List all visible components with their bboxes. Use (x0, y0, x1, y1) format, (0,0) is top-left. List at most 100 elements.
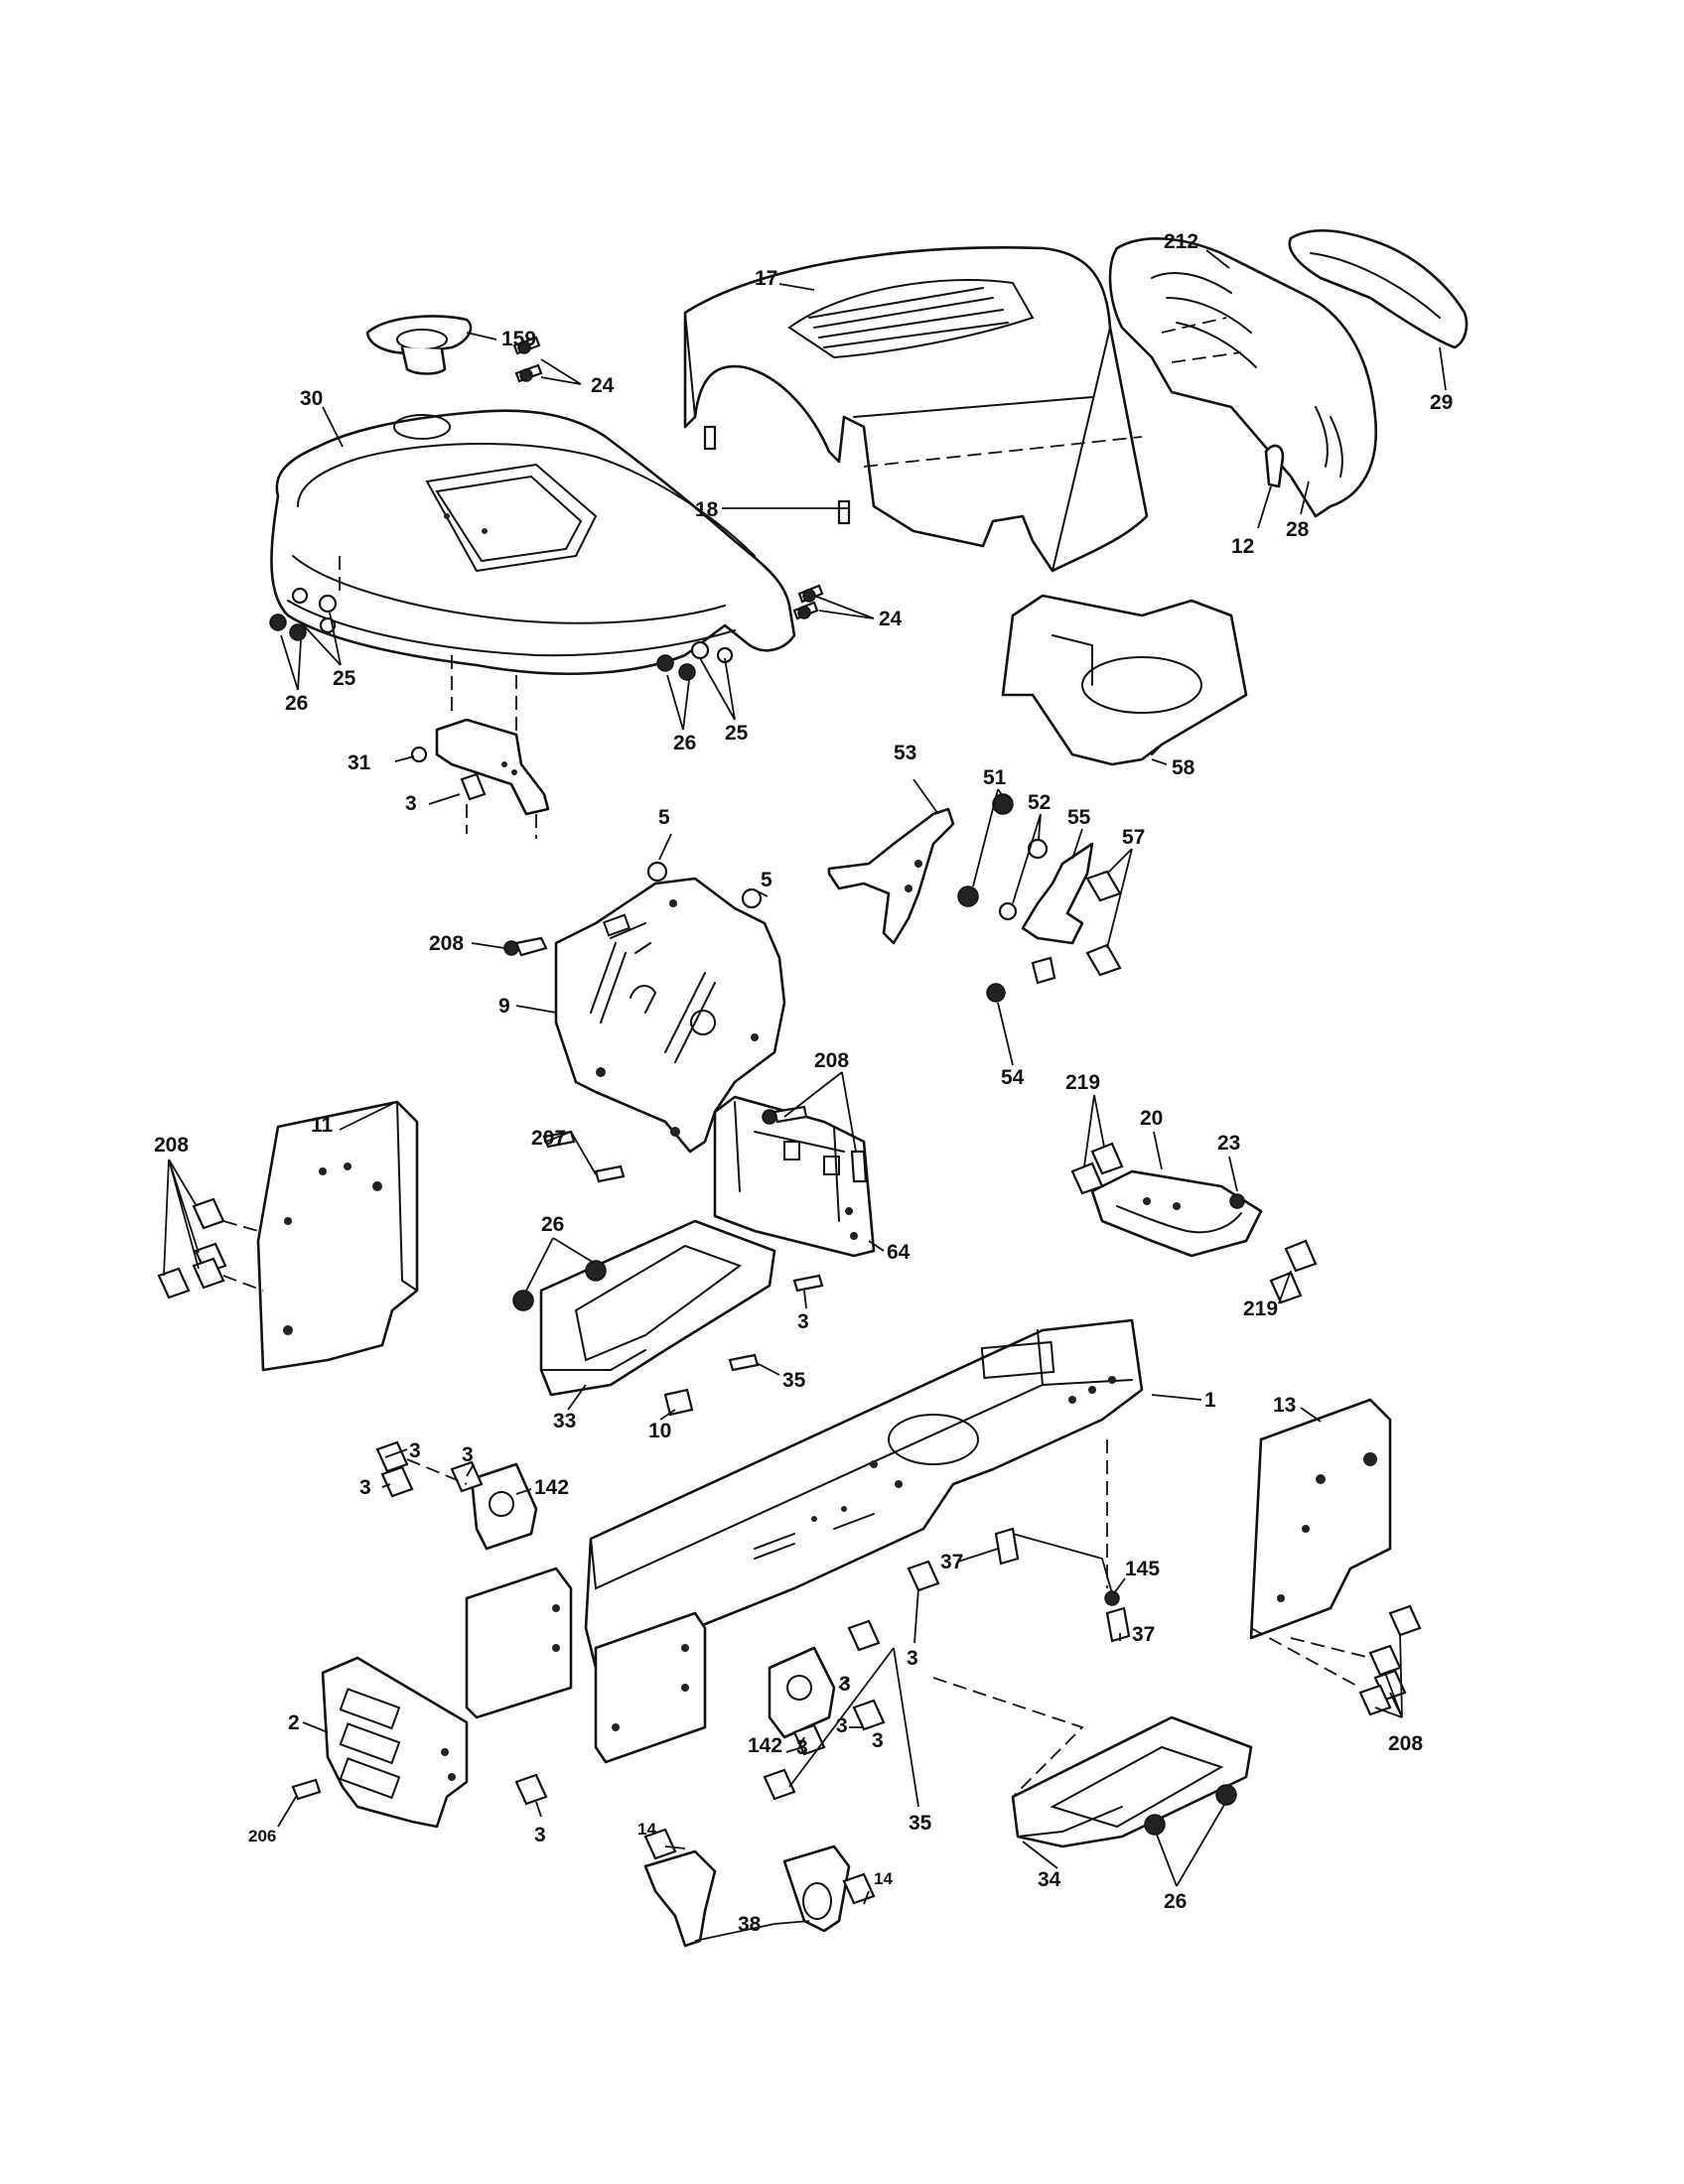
callout-207: 207 (531, 1127, 566, 1150)
footrest-part-34 (1011, 1715, 1253, 1848)
hood-part-17 (683, 246, 1149, 573)
side-panel-part-13 (1249, 1398, 1392, 1640)
bolt-219a (1070, 1161, 1104, 1195)
callout-5a: 5 (658, 806, 670, 829)
callout-208b: 208 (814, 1049, 849, 1072)
bolt-3e (450, 1460, 484, 1493)
callout-33: 33 (553, 1410, 576, 1433)
bolt-37b (1105, 1606, 1131, 1643)
callout-51: 51 (983, 766, 1007, 789)
bolt-10 (663, 1388, 694, 1417)
bolt-219b (1284, 1239, 1318, 1273)
callout-23: 23 (1217, 1132, 1240, 1155)
nut-23 (1229, 1193, 1245, 1209)
callout-3b: 3 (797, 1310, 809, 1333)
callout-10: 10 (648, 1420, 671, 1442)
callout-26a: 26 (285, 692, 308, 715)
bolt-14a (643, 1828, 677, 1860)
front-plates (465, 1567, 707, 1764)
bumper-part-18a (703, 425, 717, 451)
clip-part-12 (1264, 444, 1285, 488)
nut-26d2 (1215, 1784, 1237, 1806)
callout-13: 13 (1273, 1394, 1296, 1417)
bolt-3g (907, 1560, 940, 1592)
bracket-part-38 (643, 1844, 851, 1948)
callout-34: 34 (1038, 1868, 1061, 1891)
callout-3e: 3 (359, 1476, 371, 1499)
callout-208a: 208 (429, 932, 464, 955)
callout-58: 58 (1172, 756, 1195, 779)
callout-25a: 25 (333, 667, 356, 690)
callout-55: 55 (1067, 806, 1091, 829)
callout-3i: 3 (796, 1736, 808, 1759)
plate-part-20 (1090, 1169, 1263, 1258)
callout-142b: 142 (748, 1734, 782, 1757)
callout-14b: 14 (874, 1869, 893, 1888)
callout-145: 145 (1125, 1558, 1160, 1580)
callout-18: 18 (695, 498, 719, 521)
callout-labels: 17 212 159 24 30 18 29 12 28 24 25 26 25… (154, 230, 1453, 1936)
nut-5b (741, 887, 763, 909)
bolts-208d (1358, 1604, 1422, 1716)
callout-3d: 3 (462, 1443, 474, 1466)
callout-24b: 24 (879, 608, 903, 630)
fender-hardware (269, 336, 824, 681)
bolt-3f (847, 1619, 881, 1652)
callout-208c: 208 (154, 1134, 189, 1157)
side-panel-part-11 (256, 1100, 419, 1372)
dash-panel-part-9 (554, 877, 786, 1154)
callout-1: 1 (1204, 1389, 1216, 1412)
frame-part-1 (584, 1318, 1144, 1670)
callout-219b: 219 (1243, 1297, 1278, 1320)
callout-5b: 5 (761, 869, 772, 891)
callout-64: 64 (887, 1241, 911, 1264)
bolt-3k (514, 1773, 548, 1806)
fender-part-30 (270, 409, 796, 676)
callout-57: 57 (1122, 826, 1145, 849)
fuel-cap-part-159 (365, 315, 473, 375)
callout-9: 9 (498, 995, 510, 1018)
callout-53: 53 (894, 742, 916, 764)
callout-35a: 35 (782, 1369, 806, 1392)
callout-3c: 3 (409, 1439, 421, 1462)
callout-3g: 3 (839, 1673, 851, 1696)
callout-206: 206 (248, 1827, 276, 1845)
callout-38: 38 (738, 1913, 762, 1936)
callout-12: 12 (1231, 535, 1254, 558)
callout-142a: 142 (534, 1476, 569, 1499)
bolt-3c (375, 1440, 409, 1473)
hardware-cluster-51-57 (957, 793, 1122, 1003)
callout-37a: 37 (940, 1551, 963, 1573)
nut-5a (646, 861, 668, 883)
callout-17: 17 (755, 267, 777, 290)
callout-3a: 3 (405, 792, 417, 815)
callout-3j: 3 (872, 1729, 884, 1752)
grille-part-212 (1108, 237, 1378, 518)
callout-30: 30 (300, 387, 323, 410)
callout-212: 212 (1164, 230, 1198, 253)
bolt-14b (842, 1872, 876, 1905)
callout-2: 2 (288, 1711, 300, 1734)
callout-35b: 35 (909, 1812, 932, 1835)
callout-29: 29 (1430, 391, 1453, 414)
callout-11: 11 (311, 1114, 334, 1137)
callout-3h: 3 (836, 1714, 848, 1737)
callout-31: 31 (348, 751, 371, 774)
support-part-64 (713, 1095, 876, 1258)
callout-54: 54 (1001, 1066, 1025, 1089)
rod-part-145 (1104, 1590, 1120, 1606)
callout-208d: 208 (1388, 1732, 1423, 1755)
bolt-208a (514, 936, 548, 957)
callout-24a: 24 (591, 374, 615, 397)
bracket-part-142b (768, 1646, 836, 1739)
bracket-part-2 (321, 1656, 469, 1829)
bolt-206 (291, 1778, 322, 1801)
bolt-3h (852, 1699, 886, 1731)
motor-pan-part-58 (1001, 594, 1248, 766)
bolt-37a (994, 1527, 1020, 1566)
leader-lines (163, 249, 1447, 1942)
callout-25b: 25 (725, 722, 749, 745)
callout-28: 28 (1286, 518, 1310, 541)
callout-26c: 26 (541, 1213, 564, 1236)
